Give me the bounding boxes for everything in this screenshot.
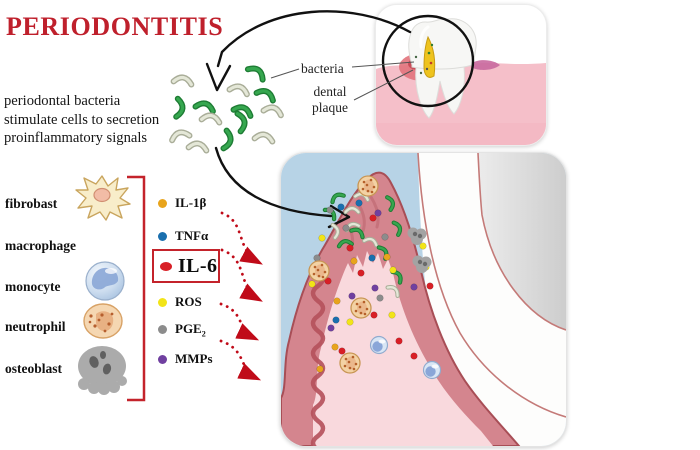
bacterium-icon [185,140,210,154]
bacterium-icon [244,65,266,83]
neutrophil-cell-icon [83,303,123,339]
bacterium-icon [173,95,186,120]
cell-label-fibroblast: fibrobast [5,196,58,211]
bacteria-label: bacteria [301,61,344,76]
intro-line-3: proinflammatory signals [4,130,148,147]
fibroblast-cell-icon [75,175,131,221]
bacterium-icon [226,83,250,98]
cell-label-osteoblast: osteoblast [5,361,62,376]
tooth-plaque-illustration [376,5,546,145]
il1b-dot-icon [158,198,167,208]
legend-item-il6-highlighted: IL-6 [152,249,220,283]
gum-pocket-image [280,152,567,447]
gum-pocket-illustration [281,153,566,446]
page-title: PERIODONTITIS [6,12,224,41]
mediator-release-arrows [219,211,263,381]
bacterium-icon [198,112,223,126]
il6-dot-icon [160,261,172,271]
osteoblast-cell-icon [78,346,127,395]
bacterium-icon [230,104,254,119]
bacterium-icon [169,129,193,144]
pge2-dot-icon [158,325,167,335]
legend-item-il1b: IL-1β [158,195,206,211]
legend-item-pge2: PGE2 [158,321,206,339]
tnfa-dot-icon [158,231,167,241]
dental-plaque-label: dental plaque [312,84,348,116]
intro-line-1: periodontal bacteria [4,93,121,109]
bacterium-icon [192,100,216,115]
monocyte-cell-icon [85,261,125,301]
plaque-speck-icons [414,43,434,75]
cell-label-macrophage: macrophage [5,238,76,253]
bacterium-icon [253,88,276,104]
intro-line-2: stimulate cells to secretion [4,111,160,128]
bacterium-icon [260,104,284,119]
legend-item-tnfa: TNFα [158,228,208,244]
cell-label-neutrophil: neutrophil [5,319,66,334]
tooth-plaque-inset-image [375,4,547,146]
intro-text: periodontal bacteria stimulate cells to … [4,92,159,148]
bacterium-icon [234,110,248,135]
cell-label-monocyte: monocyte [5,279,61,294]
mmps-dot-icon [158,354,167,364]
bacterium-icon [251,131,276,145]
bacterium-icon [220,127,234,152]
ros-dot-icon [158,297,167,307]
legend-item-ros: ROS [158,294,202,310]
bacterium-icon [170,74,195,88]
legend-item-mmps: MMPs [158,351,213,367]
